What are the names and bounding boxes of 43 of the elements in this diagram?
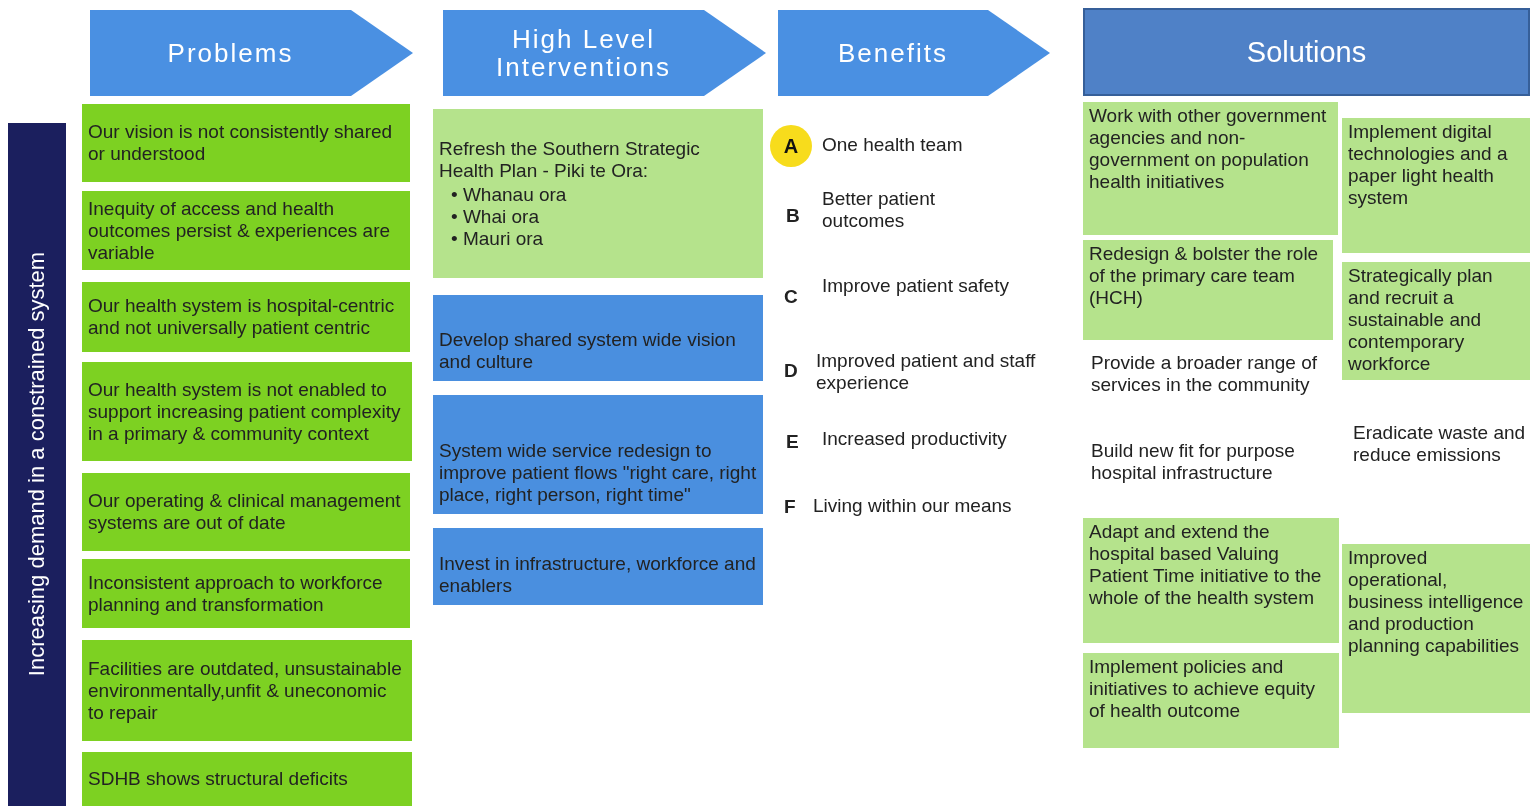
solution-box: Strategically plan and recruit a sustainable and contemporary workforce [1342,262,1530,380]
band-label: Increasing demand in a constrained system [24,251,50,677]
benefit-letter-badge: A [770,125,812,167]
solution-box: Redesign & bolster the role of the primary care team (HCH) [1083,240,1333,340]
problem-box: Our health system is not enabled to support increasing patient complexity in a primary & community context [82,362,412,461]
problem-box: Inequity of access and health outcomes persist & experiences are variable [82,191,410,270]
benefit-letter: D [784,360,798,382]
intervention-text: Refresh the Southern Strategic Health Plan - Piki te Ora: [439,137,701,182]
benefit-text: Living within our means [813,495,1013,517]
column-heading: Solutions [1083,8,1530,96]
benefit-text: Increased productivity [822,428,1008,450]
benefit-letter: B [786,205,800,227]
side-band [8,123,66,806]
solution-box: Improved operational, business intelligence and production planning capabilities [1342,544,1530,713]
benefit-text: Better patient outcomes [822,188,937,232]
problem-box: Our vision is not consistently shared or understood [82,104,410,182]
solution-box: Implement policies and initiatives to achieve equity of health outcome [1083,653,1339,748]
bullet-item: • Whai ora [451,205,540,228]
solution-box: Implement digital technologies and a paper light health system [1342,118,1530,253]
solution-text: Build new fit for purpose hospital infrastructure [1091,440,1296,484]
column-heading: Problems [166,39,295,67]
solution-box: Work with other government agencies and non-government on population health initiatives [1083,102,1338,235]
intervention-box: Invest in infrastructure, workforce and enablers [433,528,763,605]
bullet-item: • Mauri ora [451,227,545,250]
problem-box: SDHB shows structural deficits [82,752,412,806]
intervention-box: System wide service redesign to improve patient flows "right care, right place, right person, right time" [433,395,763,514]
solution-box: Adapt and extend the hospital based Valuing Patient Time initiative to the whole of the health system [1083,518,1339,643]
benefit-text: Improve patient safety [822,275,1010,297]
problem-box: Facilities are outdated, unsustainable environmentally,unfit & uneconomic to repair [82,640,412,741]
solution-text: Eradicate waste and reduce emissions [1353,422,1527,466]
bullet-item: • Whanau ora [451,183,568,206]
benefit-letter: F [784,496,796,518]
benefit-letter: E [786,431,799,453]
intervention-box: Develop shared system wide vision and culture [433,295,763,381]
problem-box: Our health system is hospital-centric and not universally patient centric [82,282,410,352]
column-heading: High Level Interventions [495,25,672,81]
problem-box: Inconsistent approach to workforce planning and transformation [82,559,410,628]
benefit-letter: C [784,286,798,308]
solution-text: Provide a broader range of services in the community [1091,352,1319,396]
problem-box: Our operating & clinical management systems are out of date [82,473,410,551]
benefit-text: One health team [822,134,964,156]
benefit-text: Improved patient and staff experience [816,350,1036,394]
column-heading: Benefits [837,39,949,67]
